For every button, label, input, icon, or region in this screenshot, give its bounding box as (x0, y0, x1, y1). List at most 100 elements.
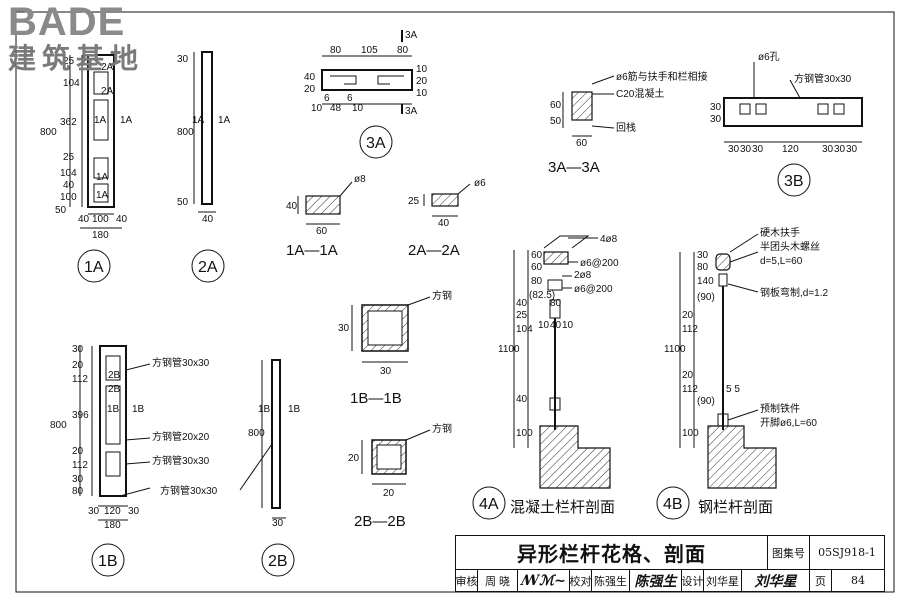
callout-text: 回栈 (616, 121, 636, 134)
callout-text: ø6@200 (574, 284, 613, 295)
cut-mark: 1B (258, 404, 271, 415)
dim-text: 100 (516, 428, 533, 439)
dim-text: 140 (697, 276, 714, 287)
callout-text: 2ø8 (574, 270, 592, 281)
dim-text: 20 (72, 446, 84, 457)
dim-text: 20 (304, 84, 316, 95)
cut-mark: 1A (218, 115, 231, 126)
detail-label: 3B (784, 173, 804, 190)
section-caption: 2B—2B (354, 513, 406, 530)
detail-bubble (472, 486, 506, 520)
dim-text: 100 (60, 192, 77, 203)
bade-logo: BADE 建筑基地 (8, 2, 158, 76)
detail-bubble (191, 249, 225, 283)
review-label: 审核 (456, 570, 478, 591)
page-number: 84 (851, 574, 865, 587)
dim-text: (90) (697, 396, 715, 407)
detail-4a: 4ø8 ø6@200 2ø8 ø6@200 60 60 80 (82.5) 25… (472, 234, 619, 520)
dim-text: 30 (380, 366, 392, 377)
cut-mark: 2B (108, 384, 121, 395)
dim-text: 30 (272, 518, 284, 529)
dim-text: 112 (72, 460, 88, 471)
dim-text: 800 (248, 428, 265, 439)
detail-3a: 80 105 80 10 6 48 6 10 40 20 10 20 10 3A… (304, 30, 428, 159)
dim-text: 10 (538, 320, 550, 331)
cut-mark: 1A (192, 115, 205, 126)
dim-text: 30 (697, 250, 709, 261)
callout-text: 方钢管30x30 (152, 356, 210, 369)
dim-text: (90) (697, 292, 715, 303)
dim-text: 40 (304, 72, 316, 83)
dim-text: 30 (88, 506, 100, 517)
section-1a-1a: ø8 40 60 1A—1A (286, 174, 366, 259)
section-3a-3a: ø6筋与扶手和栏相接 C20混凝土 回栈 60 50 60 3A—3A (548, 70, 708, 176)
cut-mark: 2A (101, 62, 114, 73)
detail-label: 2A (198, 259, 218, 276)
detail-label: 4B (663, 496, 683, 513)
cut-mark: 3A (405, 30, 418, 41)
section-caption: 1A—1A (286, 242, 338, 259)
dim-text: 10 (416, 88, 428, 99)
cut-mark: 1A (96, 190, 109, 201)
dim-text: 40 (202, 214, 214, 225)
dim-text: 60 (531, 262, 543, 273)
callout-text: C20混凝土 (616, 87, 664, 100)
callout-text: ø6筋与扶手和栏相接 (616, 70, 708, 83)
callout-text: 半团头木螺丝 (760, 240, 820, 253)
dim-text: 30 (740, 144, 752, 155)
dim-text: 30 (822, 144, 834, 155)
callout-text: 方钢管30x30 (794, 72, 852, 85)
dim-text: 180 (104, 520, 121, 531)
detail-1b: 30 20 112 396 20 112 30 80 800 30 120 30… (50, 344, 218, 577)
detail-2a: 30 800 50 40 1A 1A 2A (177, 51, 231, 283)
detail-bubble (77, 249, 111, 283)
cut-mark: 1B (288, 404, 301, 415)
dim-text: 104 (60, 168, 77, 179)
dim-text: 396 (72, 410, 89, 421)
detail-caption: 钢栏杆剖面 (698, 499, 773, 516)
check-label: 校对 (570, 570, 592, 591)
detail-label: 1B (98, 553, 118, 570)
dim-text: 30 (72, 474, 84, 485)
title-block: 异形栏杆花格、剖面 图集号 05SJ918-1 审核 周 晓 ꟿℳ~ 校对 陈强… (455, 535, 885, 592)
dim-text: 40 (116, 214, 128, 225)
dim-text: 100 (92, 214, 109, 225)
cut-mark: 2A (101, 86, 114, 97)
detail-2b: 800 30 1B 1B 2B (239, 359, 301, 577)
dim-text: 30 (177, 54, 189, 65)
section-caption: 3A—3A (548, 159, 600, 176)
callout-text: ø8 (354, 174, 366, 185)
cut-mark: 2B (108, 370, 121, 381)
section-2b-2b: 方钢 20 20 2B—2B (348, 422, 452, 530)
section-2a-2a: ø6 25 40 2A—2A (408, 178, 486, 259)
dim-text: 1100 (664, 344, 686, 355)
reviewer-name: 周 晓 (478, 570, 518, 591)
dim-text: 10 (416, 64, 428, 75)
dim-text: 60 (531, 250, 543, 261)
logo-latin: BADE (8, 0, 126, 44)
detail-bubble (261, 543, 295, 577)
dim-text: 800 (177, 127, 194, 138)
detail-4b: 硬木扶手 半团头木螺丝 d=5,L=60 钢板弯制,d=1.2 预制铁件 开脚ø… (656, 226, 829, 520)
dim-text: 100 (682, 428, 699, 439)
callout-text: 硬木扶手 (760, 226, 800, 239)
page-label: 页 (810, 570, 832, 591)
detail-bubble (359, 125, 393, 159)
dim-text: 105 (361, 45, 378, 56)
dim-text: 30 (338, 323, 350, 334)
detail-3b: ø6孔 方钢管30x30 30 30 30 120 30 30 30 30 30… (710, 51, 863, 197)
dim-text: 20 (682, 370, 694, 381)
dim-text: 25 (63, 56, 75, 67)
logo-chinese: 建筑基地 (8, 42, 145, 75)
callout-text: 钢板弯制,d=1.2 (760, 286, 829, 299)
detail-label: 3A (366, 135, 386, 152)
dim-text: 25 (63, 152, 75, 163)
callout-text: 方钢管20x20 (152, 430, 210, 443)
dim-text: 40 (286, 201, 298, 212)
dim-text: 800 (40, 127, 57, 138)
cut-mark: 3A (405, 106, 418, 117)
callout-text: 方钢管30x30 (160, 484, 218, 497)
detail-label: 4A (479, 496, 499, 513)
reviewer-signature: ꟿℳ~ (518, 570, 570, 591)
cut-mark: 1B (107, 404, 120, 415)
